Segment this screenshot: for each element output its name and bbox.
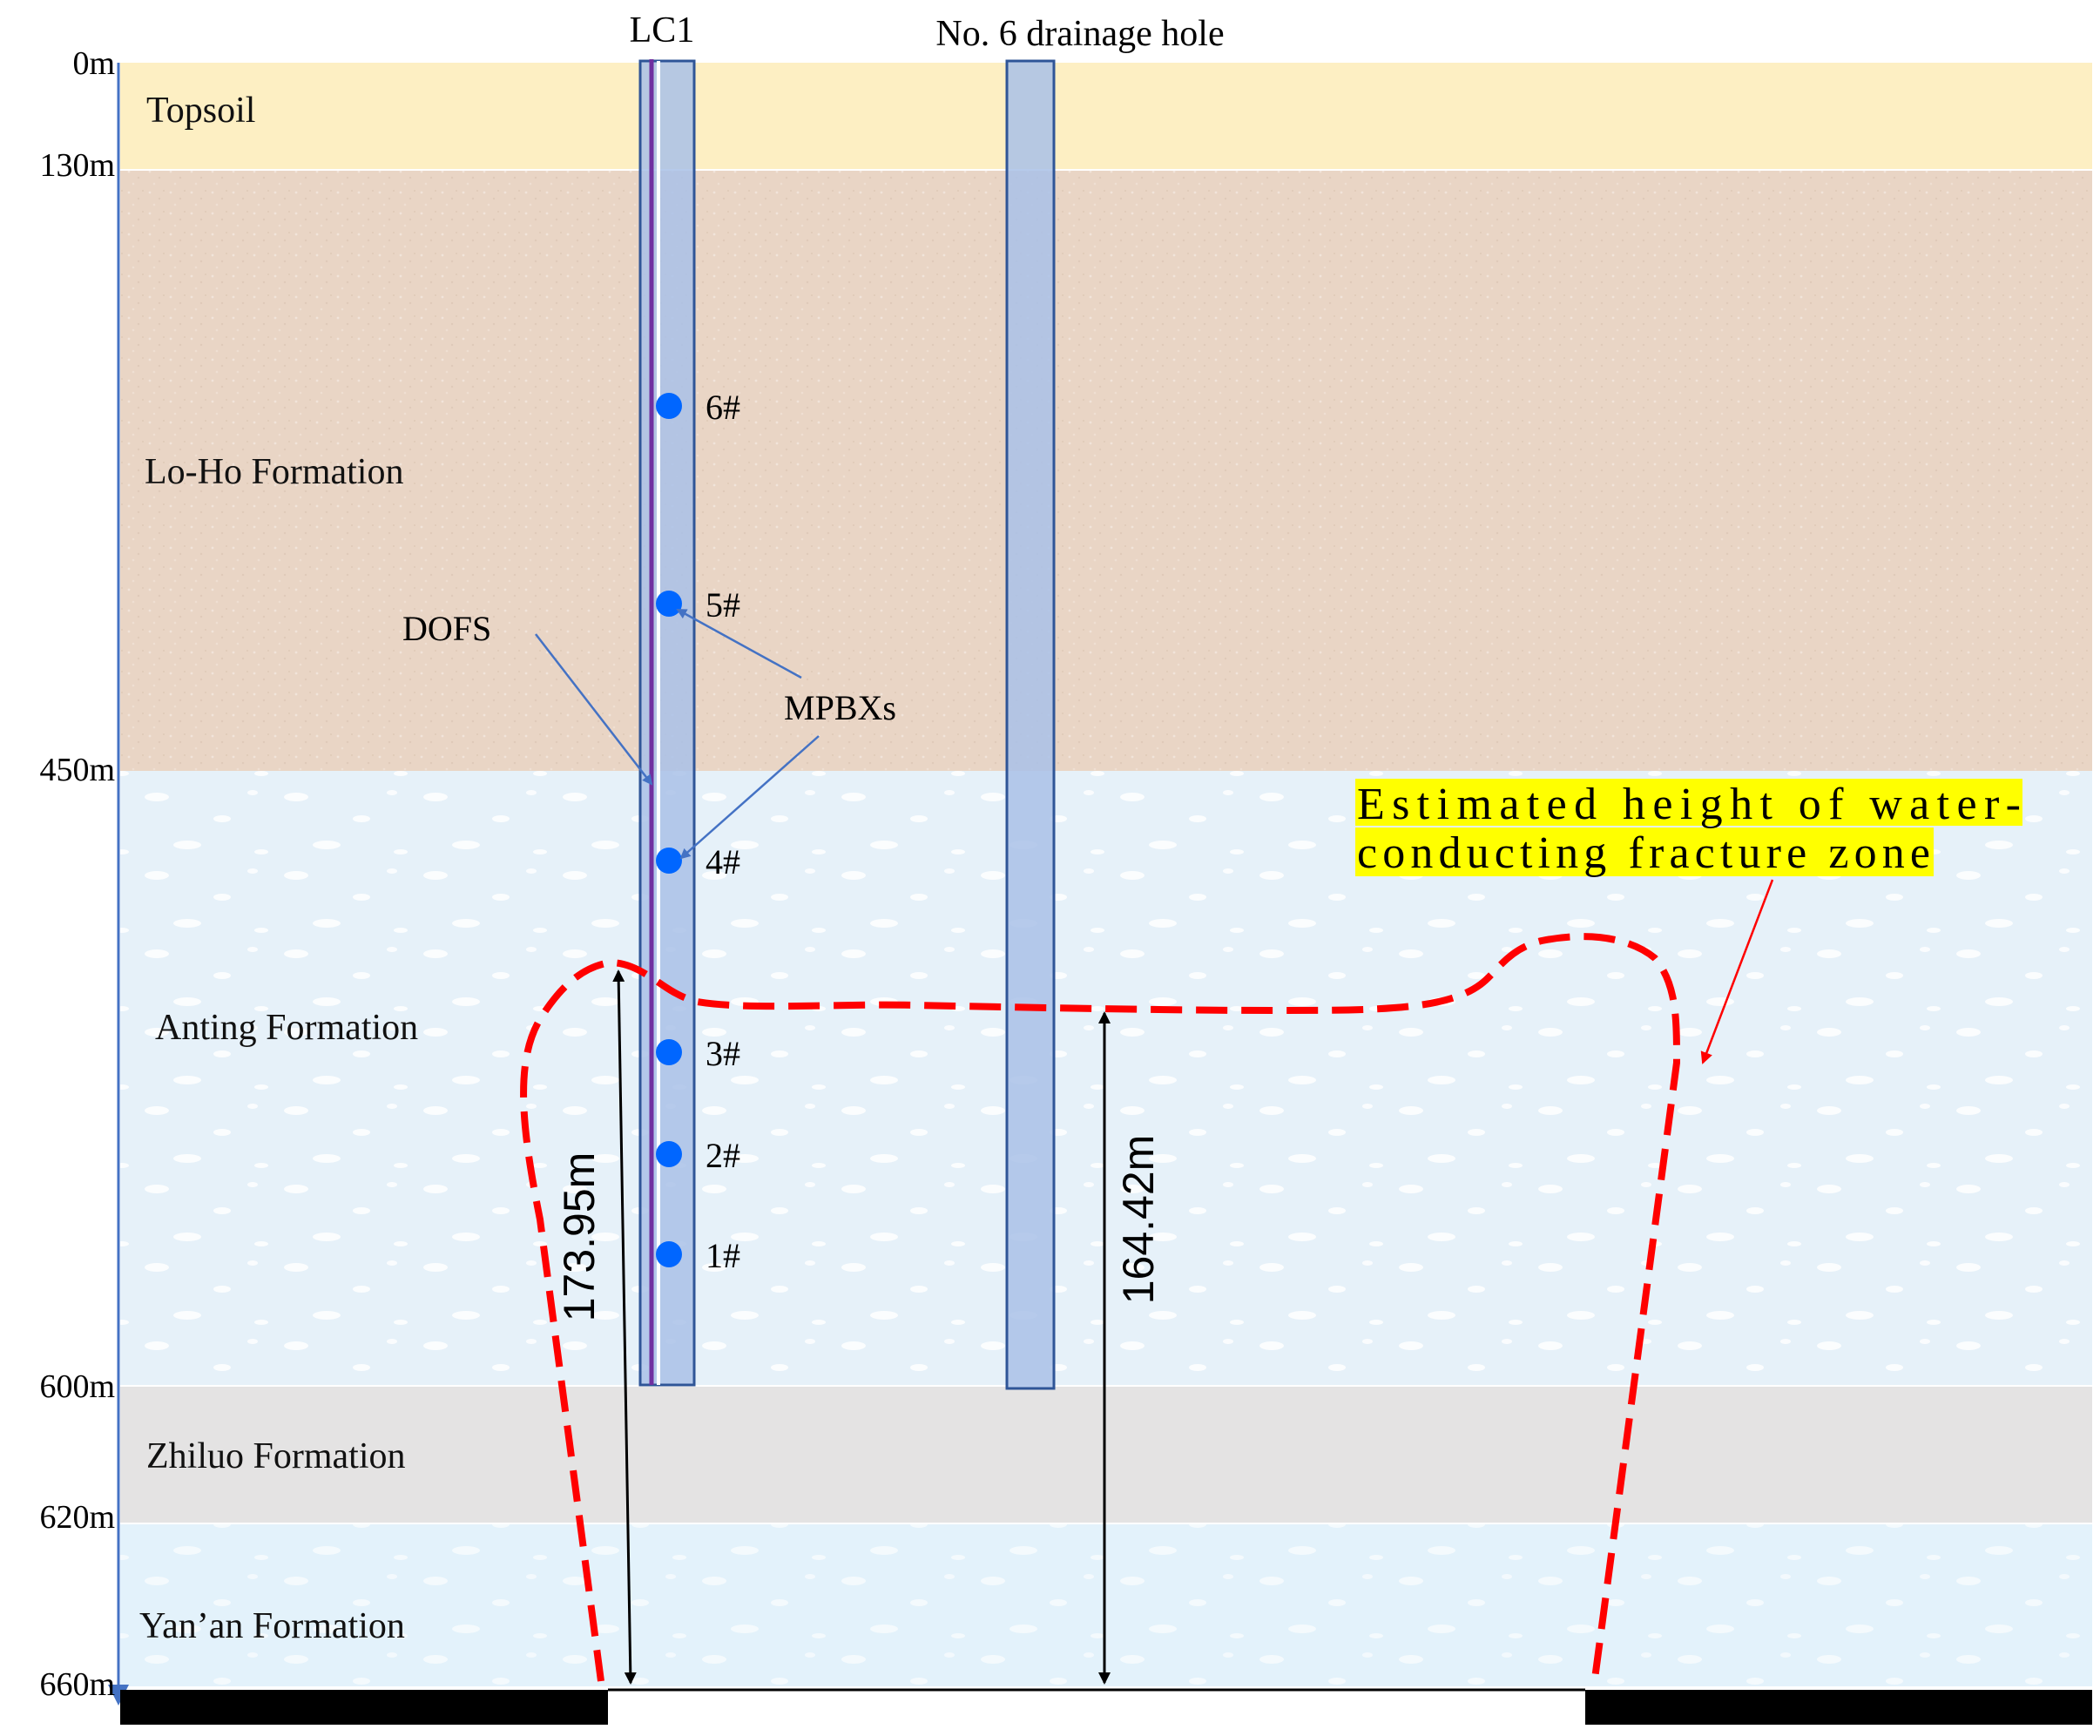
coal-seam-left (120, 1690, 608, 1725)
height-label-lc1: 173.95m (555, 1152, 604, 1322)
coal-seam-right (1585, 1690, 2092, 1725)
depth-tick-660m: 660m (39, 1666, 115, 1703)
layer-label-zhiluo: Zhiluo Formation (146, 1436, 406, 1476)
layer-labels: Topsoil Lo-Ho Formation Anting Formation… (139, 91, 418, 1646)
mpbx-point-2 (656, 1141, 682, 1167)
depth-tick-labels: 0m 130m 450m 600m 620m 660m (39, 45, 115, 1703)
mpbx-point-4 (656, 848, 682, 874)
dofs-label: DOFS (402, 609, 491, 648)
layer-label-lo-ho: Lo-Ho Formation (145, 452, 403, 492)
mpbx-label-5: 5# (706, 585, 740, 625)
fracture-zone-boundary (520, 933, 1681, 1686)
depth-tick-130m: 130m (39, 147, 115, 184)
dofs-callout-arrow (535, 633, 653, 786)
mpbx-label-2: 2# (706, 1136, 740, 1175)
mpbx-label-1: 1# (706, 1236, 740, 1275)
layer-label-yanan: Yan’an Formation (139, 1606, 405, 1646)
lc1-label: LC1 (630, 10, 695, 51)
mpbx-labels: 6# 5# 4# 3# 2# 1# (706, 388, 740, 1275)
height-arrow-lc1 (612, 969, 637, 1685)
mpbx-point-5 (656, 591, 682, 617)
drainage-hole-label: No. 6 drainage hole (935, 14, 1224, 54)
mpbx-label-3: 3# (706, 1034, 740, 1073)
mpbxs-callout-arrow-4 (679, 735, 820, 860)
layer-topsoil (120, 63, 2092, 169)
depth-tick-620m: 620m (39, 1499, 115, 1536)
yanan-texture (120, 1524, 2092, 1686)
mpbx-point-3 (656, 1039, 682, 1065)
depth-tick-450m: 450m (39, 752, 115, 788)
layer-label-anting: Anting Formation (155, 1008, 418, 1048)
fracture-zone-highlight-1 (1355, 779, 2022, 826)
mpbx-point-6 (656, 393, 682, 419)
coal-seam (120, 1688, 2092, 1725)
mpbx-point-1 (656, 1241, 682, 1267)
layer-zhiluo-formation (120, 1387, 2092, 1523)
mpbx-label-6: 6# (706, 388, 740, 427)
height-label-drainage: 164.42m (1114, 1135, 1163, 1305)
mpbx-points (656, 393, 682, 1267)
mpbxs-callout-arrow-5 (676, 608, 802, 679)
layer-label-topsoil: Topsoil (146, 91, 255, 131)
drainage-hole-6 (1005, 59, 1056, 1390)
depth-tick-0m: 0m (72, 45, 115, 82)
fracture-zone-label-line1: Estimated height of water- (1357, 780, 2021, 829)
lo-ho-texture (120, 171, 2092, 771)
mpbx-label-4: 4# (706, 842, 740, 882)
mpbxs-label: MPBXs (784, 688, 896, 727)
fracture-zone-highlight-2 (1355, 827, 1934, 876)
lc1-borehole (638, 59, 696, 1387)
depth-tick-600m: 600m (39, 1368, 115, 1405)
fracture-zone-callout-arrow (1700, 879, 1774, 1064)
